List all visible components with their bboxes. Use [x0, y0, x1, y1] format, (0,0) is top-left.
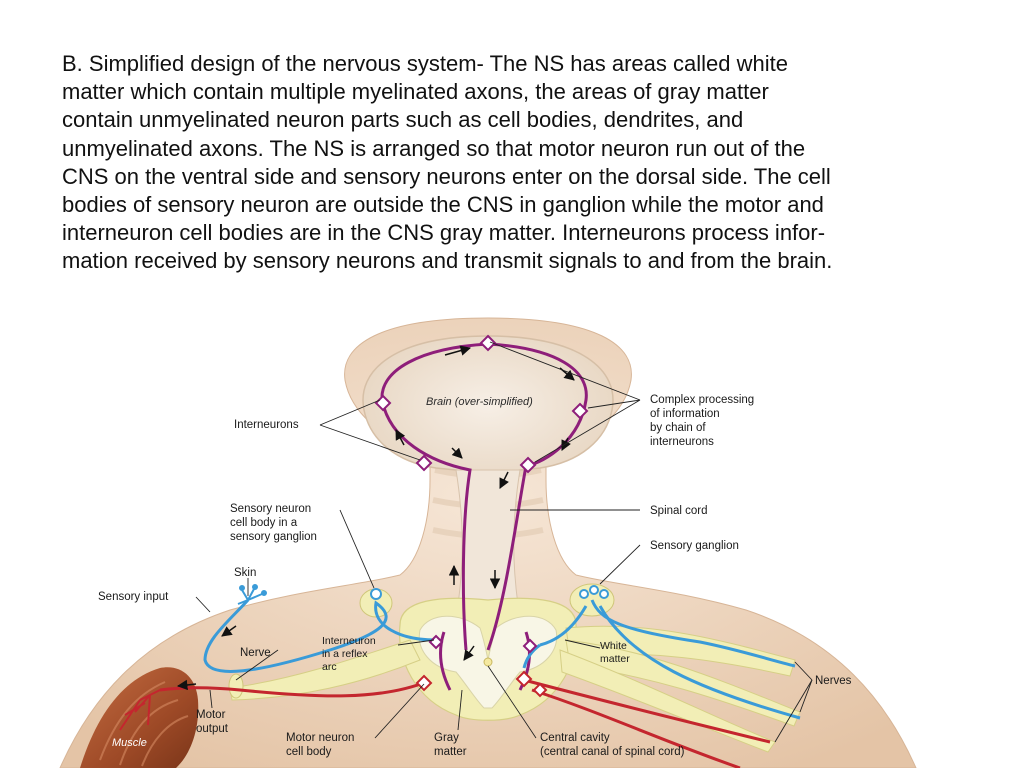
motor-neuron-cell-body	[515, 670, 533, 688]
motor-output-line: output	[196, 723, 229, 735]
white-matter-label: White matter	[600, 640, 630, 665]
motor-cell-body-label: Motor neuron cell body	[286, 732, 354, 758]
central-cavity-line: Central cavity	[540, 732, 610, 744]
complex-processing-label: Complex processing of information by cha…	[650, 394, 754, 448]
sensory-cell-body-line: Sensory neuron	[230, 503, 311, 515]
white-matter-line: White	[600, 640, 627, 652]
muscle	[80, 667, 199, 768]
description-line: contain unmyelinated neuron parts such a…	[62, 107, 744, 133]
motor-output-label: Motor output	[196, 709, 229, 735]
description-line: B. Simplified design of the nervous syst…	[62, 51, 788, 76]
left-nerve	[228, 639, 421, 701]
sensory-ganglion-label: Sensory ganglion	[650, 540, 739, 552]
description-text: B. Simplified design of the nervous syst…	[62, 50, 962, 276]
label-leader-lines	[195, 341, 813, 743]
sensory-cell-bodies	[370, 585, 609, 600]
motor-neuron-cell-body	[415, 674, 433, 692]
sensory-neuron-cell-body	[599, 589, 609, 599]
interneuron-cell-body	[522, 638, 538, 654]
interneuron-reflex-line: arc	[322, 661, 337, 673]
interneuron-reflex-line: Interneuron	[322, 635, 376, 647]
signal-direction-arrows	[176, 345, 575, 691]
interneuron-cell-bodies	[374, 334, 589, 654]
complex-processing-line: of information	[650, 408, 720, 420]
description-line: interneuron cell bodies are in the CNS g…	[62, 220, 826, 246]
complex-processing-line: by chain of	[650, 422, 706, 434]
description-line: CNS on the ventral side and sensory neur…	[62, 163, 831, 189]
complex-processing-line: interneurons	[650, 436, 714, 448]
motor-cell-body-line: Motor neuron	[286, 732, 354, 744]
sensory-neuron-cell-body	[579, 589, 589, 599]
interneurons-label: Interneurons	[234, 419, 299, 431]
interneuron-reflex-line: in a reflex	[322, 648, 368, 660]
right-nerves	[559, 625, 801, 753]
interneuron-cell-body	[415, 454, 433, 472]
motor-neuron-pathways	[159, 678, 771, 768]
motor-output-line: Motor	[196, 709, 226, 721]
sensory-neuron-cell-body	[370, 588, 382, 600]
muscle-label: Muscle	[112, 737, 147, 749]
skin-label: Skin	[234, 567, 256, 579]
description-line: unmyelinated axons. The NS is arranged s…	[62, 135, 806, 161]
motor-cell-body-line: cell body	[286, 746, 332, 758]
central-cavity-label: Central cavity (central canal of spinal …	[540, 732, 685, 758]
gray-matter-label: Gray matter	[434, 732, 467, 758]
sensory-neuron-pathways	[203, 598, 801, 720]
spinal-cord-label: Spinal cord	[650, 505, 708, 517]
nerves-label: Nerves	[815, 675, 852, 687]
gray-matter-line: matter	[434, 746, 467, 758]
gray-matter-line: Gray	[434, 732, 459, 744]
interneuron-cell-body	[479, 334, 497, 352]
spinal-cord	[455, 469, 521, 606]
description-line: matter which contain multiple myelinated…	[62, 79, 769, 105]
sensory-neuron-cell-body	[589, 585, 599, 595]
nerve-label: Nerve	[240, 647, 271, 659]
sensory-cell-body-line: sensory ganglion	[230, 531, 317, 543]
brain-label: Brain (over-simplified)	[426, 396, 533, 408]
motor-cell-bodies	[415, 670, 548, 698]
sensory-input-label: Sensory input	[98, 591, 169, 603]
motor-neuron-cell-body	[532, 682, 548, 698]
complex-processing-line: Complex processing	[650, 394, 754, 406]
sensory-cell-body-line: cell body in a	[230, 517, 298, 529]
interneuron-cell-body	[519, 456, 537, 474]
interneuron-reflex-label: Interneuron in a reflex arc	[322, 635, 376, 673]
white-matter-line: matter	[600, 653, 630, 665]
sensory-cell-body-label: Sensory neuron cell body in a sensory ga…	[230, 503, 317, 543]
description-line: mation received by sensory neurons and t…	[62, 248, 833, 274]
skin-receptors	[237, 584, 267, 605]
central-canal	[483, 657, 493, 667]
motor-end-plates	[119, 689, 161, 731]
interneuron-cell-body	[571, 402, 589, 420]
central-cavity-line: (central canal of spinal cord)	[540, 746, 685, 758]
description-line: bodies of sensory neuron are outside the…	[62, 192, 824, 218]
